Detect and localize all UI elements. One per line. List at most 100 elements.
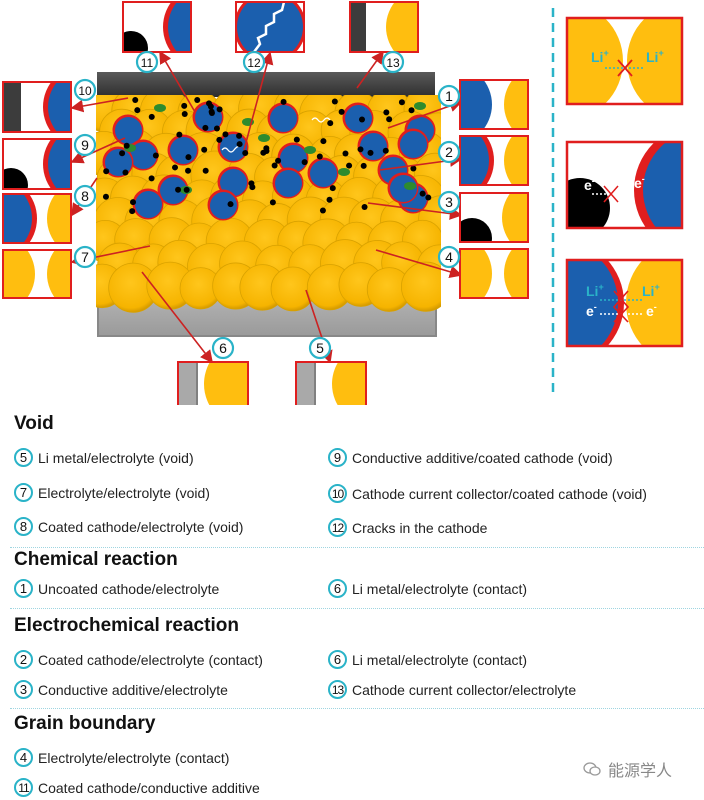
inset-3: [459, 192, 529, 243]
callout-label-1: 1: [437, 84, 461, 108]
legend-number-badge: 1: [14, 579, 33, 598]
inset-1: [459, 79, 529, 130]
svg-text:12: 12: [247, 56, 261, 70]
svg-text:3: 3: [445, 194, 453, 210]
additive-particle: [130, 199, 137, 206]
legend-item-text: Coated cathode/electrolyte (contact): [38, 651, 263, 668]
callout-arrow: [159, 50, 196, 113]
callout-arrow: [70, 137, 126, 164]
callout-label-4: 4: [437, 245, 461, 269]
additive-particle: [383, 109, 390, 116]
mechanism-li-ion-electron-blocked: Li+Li+e-e-: [565, 258, 684, 348]
cathode-particle: [280, 145, 307, 172]
legend-item-text: Cracks in the cathode: [352, 519, 488, 536]
mechanism-li-ion-blocked: Li+Li+: [565, 16, 684, 106]
legend-number-badge: 2: [14, 650, 33, 669]
svg-text:7: 7: [81, 249, 89, 265]
cathode-particle: [310, 160, 337, 187]
inset-10: [2, 81, 72, 133]
inset-13: [349, 1, 419, 53]
svg-text:2: 2: [445, 144, 453, 160]
additive-particle: [181, 111, 188, 118]
additive-particle: [216, 136, 223, 143]
binder-particle: [154, 104, 166, 112]
additive-particle: [280, 98, 287, 105]
wechat-icon: [583, 762, 601, 776]
cathode-particle: [360, 133, 387, 160]
additive-particle: [271, 162, 278, 169]
callout-arrow: [367, 202, 463, 220]
additive-particle: [242, 149, 249, 156]
callout-label-12: 12: [242, 50, 266, 74]
additive-particle: [408, 107, 415, 114]
additive-particle: [132, 97, 139, 104]
svg-text:e-: e-: [646, 302, 657, 319]
svg-text:e-: e-: [634, 174, 645, 191]
inset-8: [2, 193, 72, 244]
legend-item-text: Electrolyte/electrolyte (contact): [38, 749, 230, 766]
cathode-particle: [390, 175, 417, 202]
legend-item-text: Electrolyte/electrolyte (void): [38, 484, 210, 501]
additive-particle: [227, 201, 234, 208]
additive-particle: [152, 152, 159, 159]
mechanism-electron-blocked: e-e-: [565, 140, 684, 230]
callout-label-3: 3: [437, 190, 461, 214]
binder-particle: [304, 146, 316, 154]
cathode-particle: [170, 137, 197, 164]
legend-item: 2 Coated cathode/electrolyte (contact): [14, 650, 263, 669]
additive-particle: [103, 168, 110, 175]
legend-item-text: Conductive additive/electrolyte: [38, 681, 228, 698]
composite-particles: [96, 95, 441, 313]
section-divider: [10, 608, 704, 609]
section-title: Chemical reaction: [14, 549, 178, 570]
section-title: Grain boundary: [14, 713, 156, 734]
svg-text:9: 9: [81, 137, 89, 153]
additive-particle: [205, 100, 212, 107]
additive-particle: [360, 162, 367, 169]
additive-particle: [346, 162, 353, 169]
additive-particle: [201, 146, 208, 153]
inset-12: [235, 1, 305, 53]
additive-particle: [181, 102, 188, 109]
additive-particle: [398, 99, 405, 106]
binder-particle: [404, 182, 416, 190]
legend-item-text: Cathode current collector/electrolyte: [352, 681, 577, 698]
callout-label-2: 2: [437, 140, 461, 164]
inset-2: [459, 135, 529, 186]
additive-particle: [275, 157, 282, 164]
svg-text:1: 1: [445, 88, 453, 104]
additive-particle: [361, 204, 368, 211]
legend-number-badge: 6: [328, 650, 347, 669]
additive-particle: [319, 207, 326, 214]
callout-arrow: [375, 249, 463, 278]
cathode-particle: [130, 142, 157, 169]
legend-number-badge: 4: [14, 748, 33, 767]
cathode-particle: [275, 170, 302, 197]
legend-item-text: Cathode current collector/coated cathode…: [352, 485, 647, 502]
additive-particle: [263, 147, 270, 154]
section-divider: [10, 708, 704, 709]
additive-particle: [202, 124, 209, 131]
legend-item-text: Li metal/electrolyte (contact): [352, 651, 528, 668]
inset-11: [122, 1, 192, 53]
svg-text:11: 11: [141, 56, 154, 70]
legend-number-badge: 11: [14, 778, 33, 797]
additive-particle: [301, 159, 308, 166]
inset-4: [459, 248, 529, 299]
callout-arrow: [356, 50, 384, 89]
additive-particle: [176, 131, 183, 138]
callout-label-9: 9: [73, 133, 97, 157]
additive-particle: [123, 142, 130, 149]
additive-particle: [134, 107, 141, 114]
cathode-particle: [160, 177, 187, 204]
callout-label-13: 13: [381, 50, 405, 74]
additive-particle: [122, 169, 129, 176]
cathode-particle: [270, 105, 297, 132]
